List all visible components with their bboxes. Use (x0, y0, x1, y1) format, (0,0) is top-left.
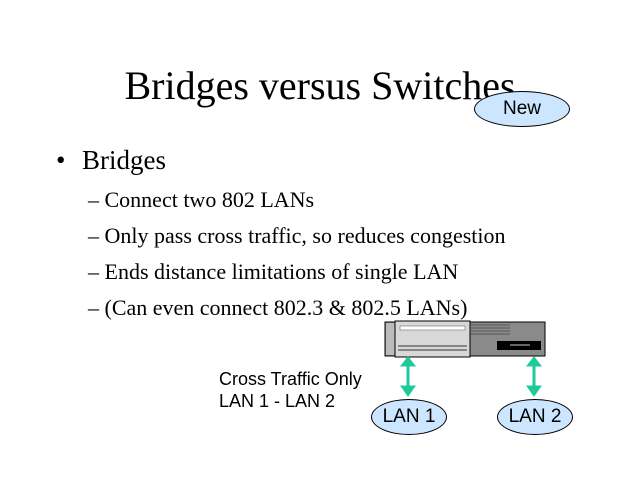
bullet-glyph: • (56, 145, 66, 175)
bridge-device-icon (384, 320, 546, 358)
dash: – (88, 295, 99, 320)
slide-title: Bridges versus Switches (124, 63, 516, 108)
sub-item: – Connect two 802 LANs (88, 186, 314, 214)
bullet-item: • Bridges (56, 143, 166, 177)
cross-traffic-caption: Cross Traffic Only LAN 1 - LAN 2 (219, 368, 362, 412)
dash: – (88, 187, 99, 212)
new-badge: New (474, 91, 570, 127)
sub-item-text: Connect two 802 LANs (104, 187, 315, 212)
lan2-node: LAN 2 (497, 399, 573, 435)
dash: – (88, 223, 99, 248)
arrow-lan2-icon (525, 356, 543, 397)
sub-item: – (Can even connect 802.3 & 802.5 LANs) (88, 294, 467, 322)
bullet-label: Bridges (82, 145, 166, 175)
lan1-node: LAN 1 (371, 399, 447, 435)
sub-item: – Ends distance limitations of single LA… (88, 258, 458, 286)
caption-line1: Cross Traffic Only (219, 369, 362, 389)
arrow-lan1-icon (399, 356, 417, 397)
sub-item-text: (Can even connect 802.3 & 802.5 LANs) (104, 295, 468, 320)
sub-item-text: Only pass cross traffic, so reduces cong… (104, 223, 506, 248)
caption-line2: LAN 1 - LAN 2 (219, 391, 336, 411)
sub-item-text: Ends distance limitations of single LAN (104, 259, 459, 284)
dash: – (88, 259, 99, 284)
sub-item: – Only pass cross traffic, so reduces co… (88, 222, 506, 250)
